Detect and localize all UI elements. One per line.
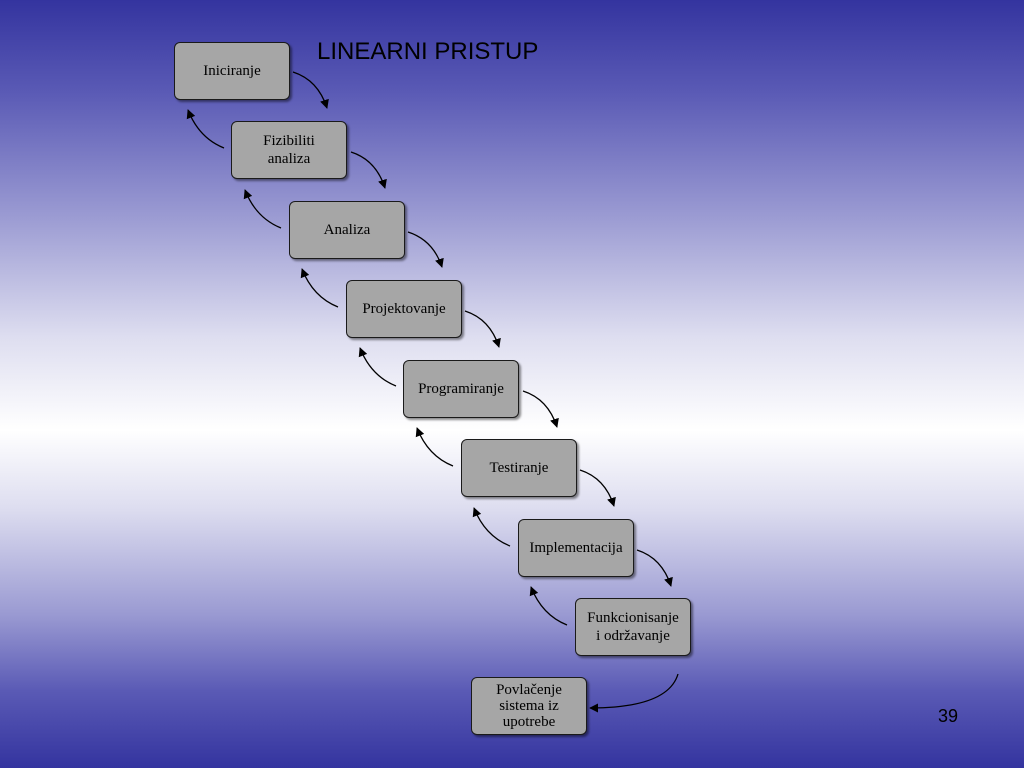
feedback-arrow-6	[472, 507, 511, 547]
feedback-arrow-3	[300, 268, 339, 308]
page-number: 39	[938, 706, 959, 726]
step-label: Povlačenje sistema iz upotrebe	[496, 681, 562, 731]
step-label: Implementacija	[529, 539, 623, 556]
step-label: Iniciranje	[203, 62, 261, 79]
step-box-funkcionisanje: Funkcionisanje i održavanje	[575, 598, 691, 656]
forward-arrow-5	[522, 390, 559, 428]
step-label: Funkcionisanje i održavanje	[587, 609, 679, 644]
feedback-arrow-7	[529, 586, 568, 626]
forward-arrow-4	[464, 310, 501, 348]
forward-arrow-3	[407, 231, 444, 268]
slide-title: LINEARNI PRISTUP	[317, 38, 539, 65]
forward-arrow-6	[579, 469, 616, 507]
step-label: Programiranje	[418, 380, 504, 397]
feedback-arrow-1	[186, 109, 225, 149]
feedback-arrow-4	[358, 347, 397, 387]
step-box-programiranje: Programiranje	[403, 360, 519, 418]
final-arrow	[589, 673, 679, 713]
step-box-projektovanje: Projektovanje	[346, 280, 462, 338]
step-box-iniciranje: Iniciranje	[174, 42, 290, 100]
step-box-povlacenje: Povlačenje sistema iz upotrebe	[471, 677, 587, 735]
forward-arrow-1	[292, 71, 329, 109]
step-label: Projektovanje	[362, 300, 446, 317]
feedback-arrow-5	[415, 427, 454, 467]
step-box-implementacija: Implementacija	[518, 519, 634, 577]
step-box-analiza: Analiza	[289, 201, 405, 259]
step-label: Analiza	[323, 221, 371, 238]
forward-arrow-7	[636, 549, 673, 587]
step-label: Testiranje	[489, 459, 549, 476]
forward-arrow-2	[350, 151, 387, 189]
step-box-fizibiliti-analiza: Fizibiliti analiza	[231, 121, 347, 179]
feedback-arrow-2	[243, 189, 282, 229]
step-box-testiranje: Testiranje	[461, 439, 577, 497]
step-label: Fizibiliti analiza	[263, 132, 315, 167]
